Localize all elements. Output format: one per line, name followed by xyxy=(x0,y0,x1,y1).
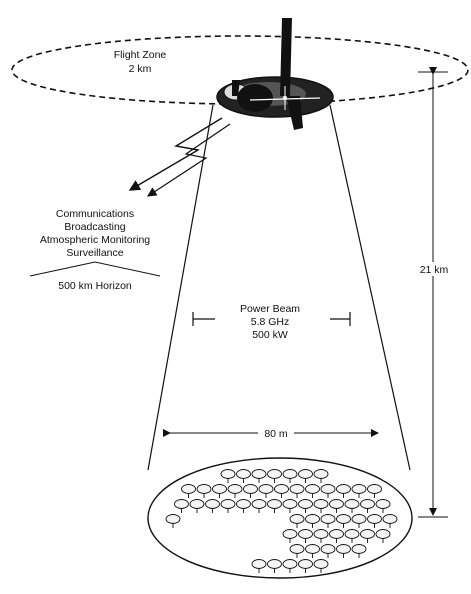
rectenna-dish xyxy=(320,514,336,524)
rectenna-dish xyxy=(251,499,267,509)
rectenna-dish xyxy=(258,484,274,494)
rectenna-dish xyxy=(289,544,305,554)
power-beam-power: 500 kW xyxy=(252,329,288,341)
service-atmospheric-monitoring: Atmospheric Monitoring xyxy=(40,234,150,246)
rectenna-dish xyxy=(289,514,305,524)
rectenna-dish xyxy=(313,559,329,569)
rectenna-dish xyxy=(305,484,320,494)
rectenna-dish xyxy=(305,514,320,524)
rectenna-dish xyxy=(274,484,289,494)
rectenna-dish xyxy=(351,484,367,494)
service-surveillance: Surveillance xyxy=(66,247,123,259)
rectenna-dish xyxy=(329,529,344,539)
rectenna-dish xyxy=(375,529,391,539)
rectenna-dish xyxy=(344,499,360,509)
rectenna-dish xyxy=(360,529,375,539)
rectenna-dish xyxy=(267,559,282,569)
rectenna-dish xyxy=(282,529,298,539)
comm-lightning-bolt xyxy=(128,117,223,191)
rectenna-dish xyxy=(298,469,313,479)
rectenna-dish xyxy=(382,514,398,524)
rectenna-dish xyxy=(336,514,351,524)
rectenna-dish xyxy=(236,469,251,479)
rectenna-dish xyxy=(313,529,329,539)
rectenna-dish xyxy=(251,559,267,569)
beam-width-markers xyxy=(192,312,351,326)
rectenna-dish xyxy=(320,484,336,494)
rectenna-dish xyxy=(336,484,351,494)
rectenna-field xyxy=(147,457,413,579)
rectenna-dish xyxy=(282,499,298,509)
rectenna-dish xyxy=(205,499,220,509)
altitude-label: 21 km xyxy=(420,264,449,276)
rectenna-dish xyxy=(367,484,382,494)
rectenna-dish xyxy=(181,484,196,494)
horizon-label: 500 km Horizon xyxy=(58,280,132,292)
rectenna-dish xyxy=(174,499,189,509)
rectenna-dish xyxy=(320,544,336,554)
power-beam-frequency: 5.8 GHz xyxy=(251,316,290,328)
rectenna-dish xyxy=(251,469,267,479)
rectenna-dish xyxy=(227,484,243,494)
rectenna-dish xyxy=(267,499,282,509)
horizon-caret xyxy=(29,261,161,277)
rectenna-dish xyxy=(298,499,313,509)
service-broadcasting: Broadcasting xyxy=(64,221,125,233)
rectenna-dish xyxy=(313,469,329,479)
rectenna-dish xyxy=(329,499,344,509)
platform-airship xyxy=(216,18,334,130)
rectenna-dish xyxy=(267,469,282,479)
rectenna-dish xyxy=(196,484,212,494)
rectenna-dish xyxy=(351,544,367,554)
flight-zone-title: Flight Zone xyxy=(114,49,167,61)
rectenna-dish xyxy=(165,514,181,524)
flight-zone-distance: 2 km xyxy=(129,63,152,75)
rectenna-dish xyxy=(336,544,351,554)
rectenna-dish xyxy=(305,544,320,554)
service-communications: Communications xyxy=(56,208,134,220)
beam-edge-left xyxy=(147,104,214,471)
rectenna-dish xyxy=(289,484,305,494)
rectenna-dish xyxy=(298,559,313,569)
rectenna-dish xyxy=(220,469,236,479)
rectenna-dish xyxy=(351,514,367,524)
rectenna-dish xyxy=(298,529,313,539)
rectenna-dish xyxy=(367,514,382,524)
rectenna-dish xyxy=(236,499,251,509)
rectenna-dish xyxy=(189,499,205,509)
beam-edge-right xyxy=(329,104,411,471)
rectenna-width-label: 80 m xyxy=(264,428,288,440)
rectenna-dish xyxy=(282,559,298,569)
rectenna-dish xyxy=(360,499,375,509)
rectenna-dish xyxy=(220,499,236,509)
rectenna-dish xyxy=(212,484,227,494)
rectenna-dish xyxy=(243,484,258,494)
power-beam-title: Power Beam xyxy=(240,303,300,315)
rectenna-dish xyxy=(313,499,329,509)
rectenna-dish xyxy=(344,529,360,539)
rectenna-dish xyxy=(375,499,391,509)
rectenna-dish xyxy=(282,469,298,479)
